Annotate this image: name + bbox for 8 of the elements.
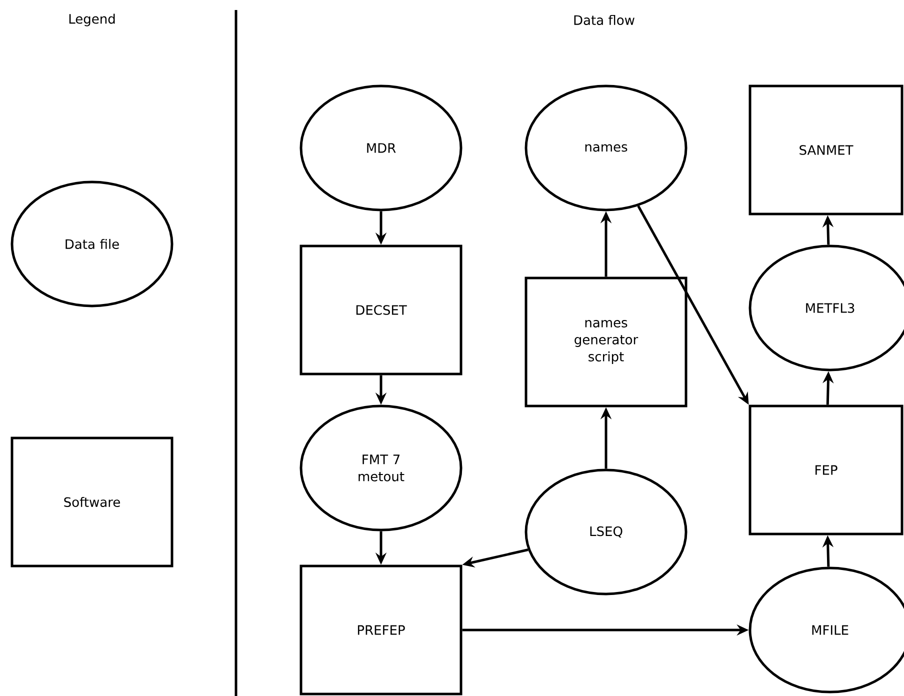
software-box: Software: [10, 436, 174, 568]
software-box: PREFEP: [300, 564, 462, 696]
heading: Data flow: [574, 14, 634, 26]
software-box: SANMET: [748, 84, 904, 216]
heading: Legend: [69, 14, 115, 26]
software-box: FEP: [748, 404, 904, 536]
software-box: names generator script: [524, 276, 688, 408]
software-box: DECSET: [300, 244, 462, 376]
